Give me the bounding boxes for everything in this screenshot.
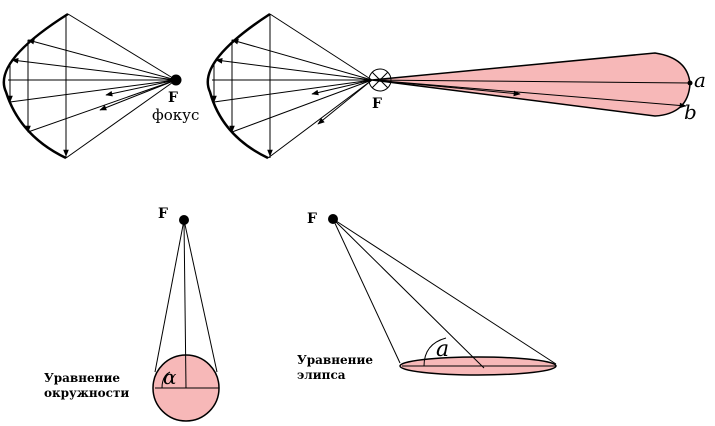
ray [231, 39, 373, 81]
focus-word: фокус [152, 106, 199, 124]
beam-end-point [687, 80, 693, 86]
ellipse-equation-label-1: Уравнение [297, 353, 373, 367]
ray [231, 79, 373, 133]
cone-edge [332, 218, 557, 365]
ray [99, 79, 177, 111]
ellipse-equation-label-2: элипса [297, 368, 346, 382]
ray [9, 79, 177, 103]
cone-edge [154, 219, 185, 373]
cone-edge [183, 219, 218, 373]
ray [65, 79, 177, 159]
focus-point-1 [170, 74, 182, 86]
cone-circle-panel: F α Уравнение окружности [44, 206, 220, 422]
cone-axis [183, 219, 187, 389]
beam-ray-b [371, 79, 687, 109]
focus-label-3: F [158, 206, 168, 222]
ray [267, 79, 373, 159]
circle-equation-label-1: Уравнение [44, 371, 120, 385]
ray [269, 13, 373, 81]
ellipse-angle-label: a [436, 337, 449, 362]
angle-arc-ellipse [423, 337, 447, 367]
ray [11, 57, 177, 81]
parabolic-mirror-beam-panel: F a b [206, 12, 706, 160]
ray [67, 13, 177, 81]
ray [215, 58, 373, 81]
parabolic-mirror-focus-panel: F фокус [2, 12, 199, 160]
ray [311, 79, 373, 96]
cone-axis [332, 218, 485, 369]
ray [105, 79, 177, 97]
focus-label-4: F [307, 211, 317, 227]
mirror-arc-2 [206, 12, 271, 160]
focus-point-4 [328, 214, 338, 224]
ray [213, 79, 373, 103]
circle-equation-label-2: окружности [44, 386, 129, 400]
angle-arc-circle [161, 371, 171, 389]
focus-label-2: F [372, 96, 382, 112]
focus-label-1: F [168, 90, 178, 106]
focus-marker-2 [368, 68, 392, 92]
ray [27, 79, 177, 133]
cone-ellipse-panel: F a Уравнение элипса [297, 211, 557, 382]
circle-angle-label: α [163, 365, 177, 389]
mirror-arc-1 [2, 12, 69, 160]
cone-edge [332, 218, 401, 364]
focus-point-3 [179, 215, 189, 225]
beam-ray-a [371, 79, 691, 84]
beam-label-b: b [684, 100, 697, 124]
ray [27, 38, 177, 81]
focus-cross [371, 71, 389, 89]
beam-ray-mid [371, 79, 521, 97]
beam-label-a: a [694, 68, 706, 92]
